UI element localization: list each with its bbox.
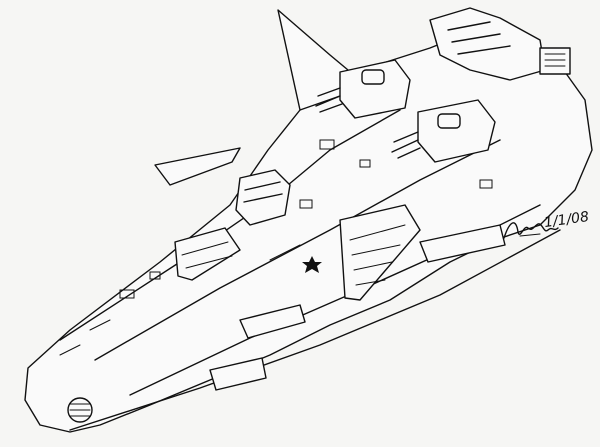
superstructure [429,7,571,81]
star-icon [302,256,322,273]
engine-pods [209,224,506,391]
keel-line [69,229,561,431]
nose-grille [67,397,93,423]
port-fin [154,147,241,186]
artist-signature [500,214,590,244]
aft-turret [391,99,496,163]
deck-panels [59,139,493,356]
bridge-tower [235,169,291,226]
launch-bay-starboard [339,204,421,301]
launch-bay-port [174,227,241,281]
deck-ridge-2 [94,139,501,361]
forward-turret [315,59,411,119]
